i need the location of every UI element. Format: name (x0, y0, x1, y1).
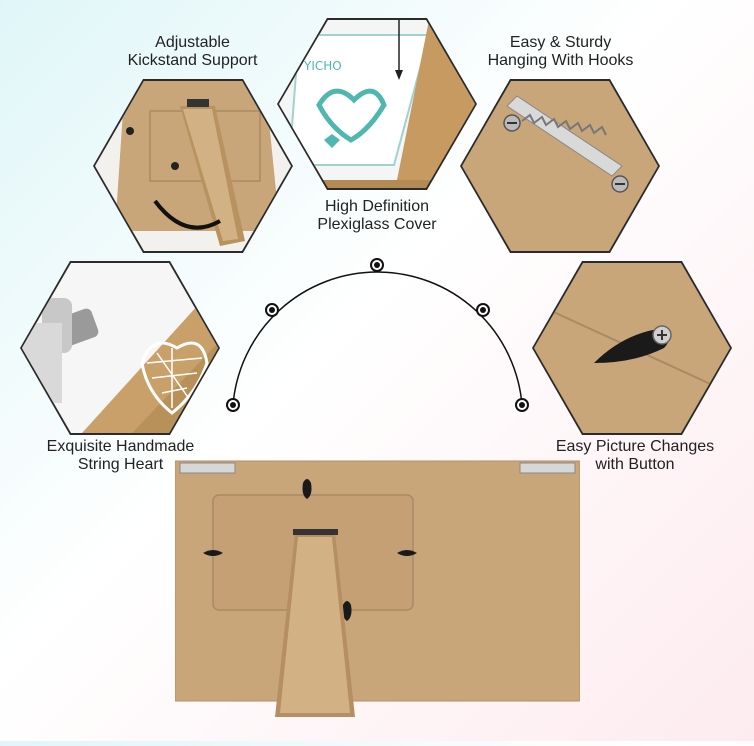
button-label: Easy Picture Changes with Button (555, 438, 715, 473)
frame-back-photo (174, 455, 581, 741)
left-hook (179, 462, 236, 474)
sawtooth-hook-photo-icon (462, 81, 658, 251)
bottom-button (342, 601, 352, 621)
plexiglass-hexagon: YICHO (277, 18, 477, 190)
right-hook (519, 462, 576, 474)
hooks-label: Easy & Sturdy Hanging With Hooks (487, 34, 634, 69)
left-button (203, 550, 223, 556)
kickstand-hexagon (93, 79, 293, 253)
plexiglass-label: High Definition Plexiglass Cover (317, 198, 437, 233)
string-heart-label: Exquisite Handmade String Heart (46, 438, 195, 473)
string-heart-photo-icon (22, 263, 218, 433)
kickstand-label: Adjustable Kickstand Support (127, 34, 258, 69)
string-heart-hexagon (20, 261, 220, 435)
svg-text:YICHO: YICHO (303, 59, 342, 73)
button-hexagon (532, 261, 732, 435)
turn-button-photo-icon (534, 263, 730, 433)
top-button (302, 479, 312, 499)
plexiglass-photo-icon: YICHO (279, 20, 475, 188)
hooks-hexagon (460, 79, 660, 253)
decorative-arc (225, 255, 530, 415)
right-button (397, 550, 417, 556)
kickstand-photo-icon (95, 81, 291, 251)
